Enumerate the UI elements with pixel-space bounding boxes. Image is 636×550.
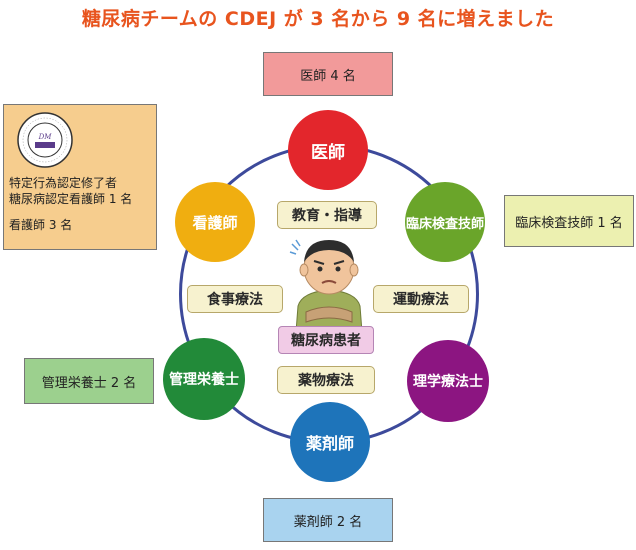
nurse-cert-label: 特定行為認定修了者 — [9, 176, 118, 190]
diet-therapy-label: 食事療法 — [187, 285, 283, 313]
doctor-node: 医師 — [288, 110, 368, 190]
dietitian-count-label: 管理栄養士 2 名 — [41, 375, 137, 391]
patient-illustration-icon — [289, 239, 363, 332]
lab-tech-node: 臨床検査技師 — [405, 182, 485, 262]
physical-therapist-node: 理学療法士 — [407, 340, 489, 422]
nurse-count-box: DM 特定行為認定修了者 糖尿病認定看護師 1 名 看護師 3 名 — [3, 104, 157, 250]
nurse-count-label: 看護師 3 名 — [9, 218, 73, 232]
pharmacist-node: 薬剤師 — [290, 402, 370, 482]
dietitian-node: 管理栄養士 — [163, 338, 245, 420]
doctor-count-label: 医師 4 名 — [300, 68, 356, 84]
cdej-seal-icon: DM — [17, 112, 73, 168]
exercise-therapy-label: 運動療法 — [373, 285, 469, 313]
pharmacist-count-label: 薬剤師 2 名 — [293, 514, 363, 530]
nurse-specialist-label: 糖尿病認定看護師 1 名 — [9, 192, 133, 206]
nurse-node: 看護師 — [175, 182, 255, 262]
drug-therapy-label: 薬物療法 — [277, 366, 375, 394]
page-title: 糖尿病チームの CDEJ が 3 名から 9 名に増えました — [81, 8, 555, 30]
pharmacist-count-box: 薬剤師 2 名 — [263, 498, 393, 542]
patient-label: 糖尿病患者 — [278, 326, 374, 354]
lab-tech-count-box: 臨床検査技師 1 名 — [504, 195, 634, 247]
education-label: 教育・指導 — [277, 201, 377, 229]
doctor-count-box: 医師 4 名 — [263, 52, 393, 96]
dietitian-count-box: 管理栄養士 2 名 — [24, 358, 154, 404]
lab-tech-count-label: 臨床検査技師 1 名 — [515, 215, 623, 231]
svg-text:DM: DM — [38, 133, 53, 141]
